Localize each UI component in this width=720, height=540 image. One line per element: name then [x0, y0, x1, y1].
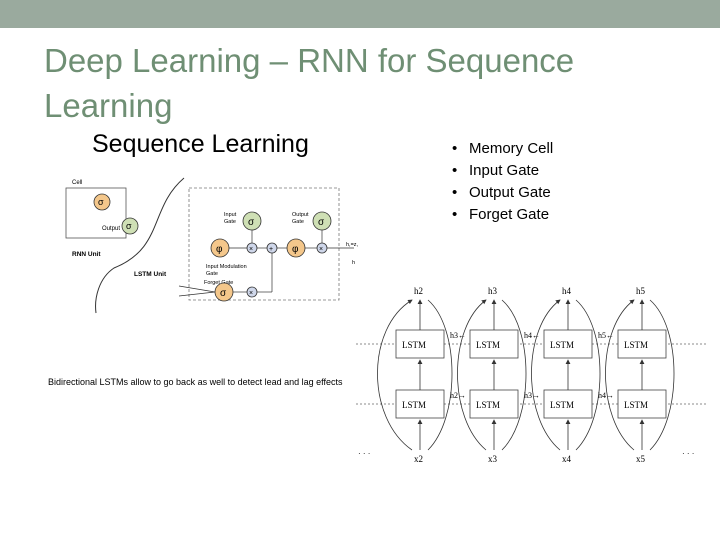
backward-lstm-cell-2: LSTM: [469, 329, 519, 359]
input-x4: x4: [562, 454, 572, 464]
svg-text:Gate: Gate: [292, 219, 304, 225]
forward-state-h2: h2→: [450, 391, 466, 400]
sequence-learning-heading: Sequence Learning: [92, 130, 309, 158]
forward-lstm-cell-4: LSTM: [617, 389, 667, 419]
svg-text:σ: σ: [248, 217, 255, 228]
bidirectional-lstm-diagram: LSTM LSTM LSTM LSTM LSTM LSTM LSTM LSTM …: [356, 286, 706, 464]
bullet-output-gate: Output Gate: [450, 182, 553, 204]
input-x2: x2: [414, 454, 423, 464]
backward-lstm-cell-1: LSTM: [395, 329, 445, 359]
rnn-output-label: Output: [102, 226, 120, 232]
backward-state-h5: h5←: [598, 331, 614, 340]
svg-text:φ: φ: [292, 244, 299, 255]
output-h2: h2: [414, 286, 423, 296]
svg-text:+: +: [269, 246, 273, 253]
svg-text:×: ×: [319, 246, 323, 253]
svg-text:LSTM: LSTM: [624, 340, 648, 350]
forward-lstm-cell-1: LSTM: [395, 389, 445, 419]
svg-text:σ: σ: [126, 221, 132, 231]
lstm-unit-diagram: Cell σ σ Output RNN Unit LSTM Unit Input…: [65, 177, 359, 314]
svg-text:φ: φ: [216, 244, 223, 255]
input-x5: x5: [636, 454, 646, 464]
svg-text:h,=z,: h,=z,: [346, 242, 359, 248]
backward-lstm-cell-3: LSTM: [543, 329, 593, 359]
bullet-memory-cell: Memory Cell: [450, 138, 553, 160]
forward-lstm-cell-3: LSTM: [543, 389, 593, 419]
bilstm-caption: Bidirectional LSTMs allow to go back as …: [48, 377, 343, 387]
svg-text:×: ×: [249, 246, 253, 253]
ellipsis-left: · · ·: [358, 449, 370, 458]
forget-gate-label: Forget Gate: [204, 280, 233, 286]
forward-state-h4: h4→: [598, 391, 614, 400]
svg-text:Gate: Gate: [224, 219, 236, 225]
output-h5: h5: [636, 286, 646, 296]
svg-text:LSTM: LSTM: [402, 400, 426, 410]
bullet-list: Memory Cell Input Gate Output Gate Forge…: [450, 138, 553, 226]
svg-text:σ: σ: [98, 197, 104, 207]
output-h3: h3: [488, 286, 498, 296]
svg-text:LSTM: LSTM: [402, 340, 426, 350]
slide-title: Deep Learning – RNN for Sequence Learnin…: [44, 42, 575, 124]
output-gate-label: Output: [292, 212, 309, 218]
svg-text:σ: σ: [318, 217, 325, 228]
svg-text:LSTM: LSTM: [550, 340, 574, 350]
svg-text:LSTM: LSTM: [624, 400, 648, 410]
ellipsis-right: · · ·: [682, 449, 694, 458]
svg-text:×: ×: [249, 290, 253, 297]
input-x3: x3: [488, 454, 498, 464]
rnn-cell-label: Cell: [72, 180, 82, 186]
forward-state-h3: h3→: [524, 391, 540, 400]
svg-text:h: h: [352, 260, 355, 266]
lstm-unit-label: LSTM Unit: [134, 271, 167, 278]
input-modulation-label: Input Modulation: [206, 264, 247, 270]
backward-state-h4: h4←: [524, 331, 540, 340]
svg-text:Gate: Gate: [206, 271, 218, 277]
svg-text:LSTM: LSTM: [476, 400, 500, 410]
top-bar: [0, 0, 720, 28]
forward-lstm-cell-2: LSTM: [469, 389, 519, 419]
svg-text:LSTM: LSTM: [550, 400, 574, 410]
input-gate-label: Input: [224, 212, 237, 218]
bullet-input-gate: Input Gate: [450, 160, 553, 182]
backward-lstm-cell-4: LSTM: [617, 329, 667, 359]
bullet-forget-gate: Forget Gate: [450, 204, 553, 226]
rnn-unit-label: RNN Unit: [72, 251, 101, 258]
svg-text:σ: σ: [220, 288, 227, 299]
output-h4: h4: [562, 286, 572, 296]
backward-state-h3: h3←: [450, 331, 466, 340]
svg-text:LSTM: LSTM: [476, 340, 500, 350]
